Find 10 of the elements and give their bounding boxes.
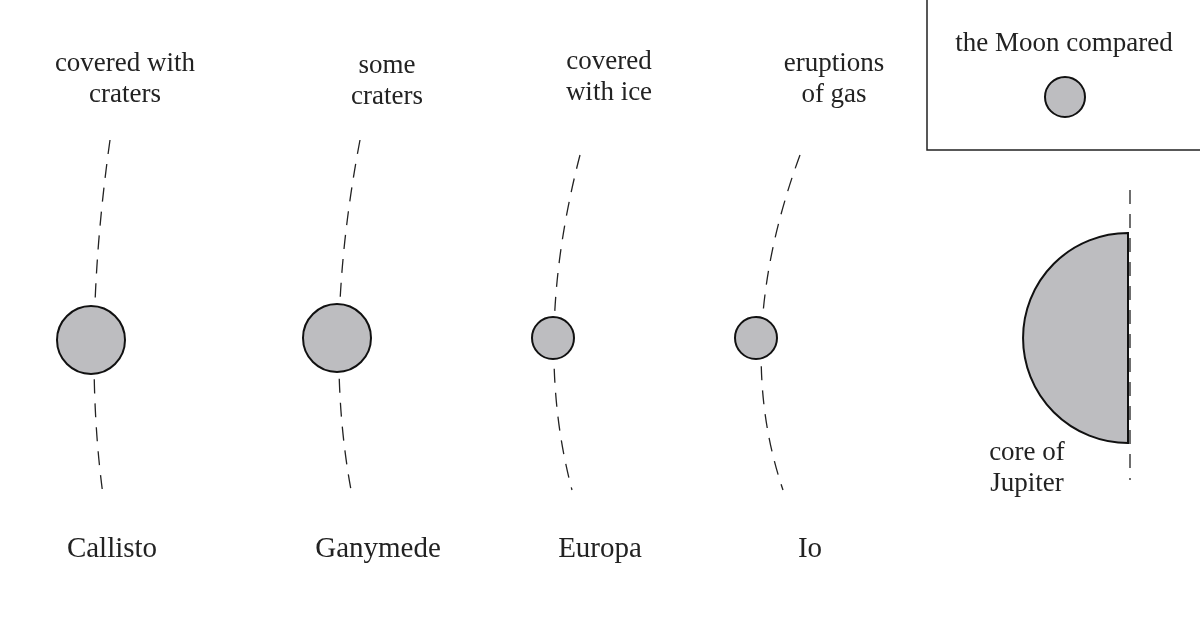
- core-label: core of Jupiter: [988, 436, 1066, 498]
- moon-name: Callisto: [65, 532, 159, 563]
- inset-title: the Moon compared: [954, 27, 1174, 58]
- feature-note: covered with craters: [53, 47, 197, 109]
- feature-note: eruptions of gas: [782, 47, 886, 109]
- feature-note: covered with ice: [564, 45, 654, 107]
- moon-name: Io: [796, 532, 824, 563]
- feature-note: some craters: [350, 49, 424, 111]
- moon-name: Ganymede: [314, 532, 442, 563]
- moon-name: Europa: [557, 532, 643, 563]
